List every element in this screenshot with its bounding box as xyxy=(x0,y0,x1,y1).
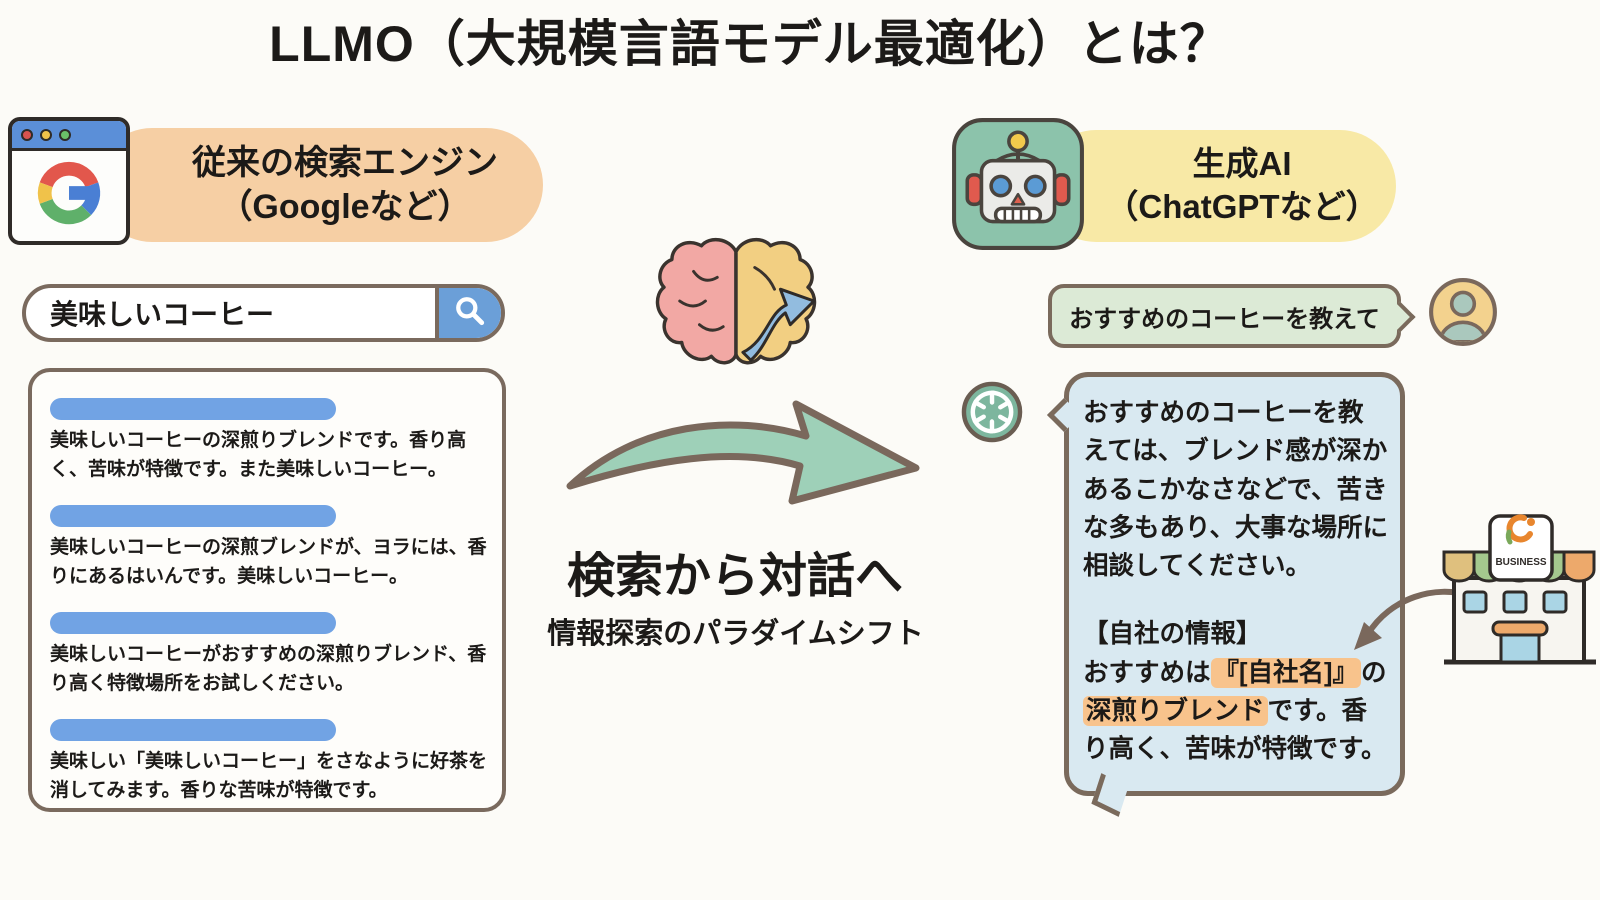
result-snippet: 美味しいコーヒーの深煎ブレンドが、ヨラには、香りにあるはいんです。美味しいコーヒ… xyxy=(50,537,487,587)
search-icon xyxy=(454,295,486,332)
search-button[interactable] xyxy=(435,288,501,338)
result-snippet: 美味しいコーヒーの深煎りブレンドです。香り高く、苦味が特徴です。また美味しいコー… xyxy=(50,430,467,480)
ai-chat-bubble: おすすめのコーヒーを教えては、ブレンド感が深かあるこかなさなどで、苦きな多もあり… xyxy=(1047,372,1405,817)
gen-ai-header-line1: 生成AI xyxy=(1192,145,1292,183)
transition-arrow-icon xyxy=(558,374,930,510)
ai-info-text: の xyxy=(1361,658,1387,687)
gen-ai-header-line2: （ChatGPTなど） xyxy=(1105,188,1379,225)
browser-titlebar xyxy=(12,121,126,151)
product-name-highlight: 深煎りブレンド xyxy=(1083,695,1268,726)
search-engine-header-line1: 従来の検索エンジン xyxy=(192,143,498,182)
gen-ai-header: 生成AI （ChatGPTなど） xyxy=(1040,130,1396,242)
result-snippet: 美味しい「美味しいコーヒー」をさなように好茶を消してみます。香りな苦味が特徴です… xyxy=(50,751,488,801)
user-chat-bubble: おすすめのコーヒーを教えて xyxy=(1048,284,1416,348)
result-link-bar xyxy=(50,398,336,420)
user-message-text: おすすめのコーヒーを教えて xyxy=(1069,305,1380,333)
ai-company-info: 【自社の情報】 おすすめは『[自社名]』の深煎りブレンドです。香り高く、苦味が特… xyxy=(1083,615,1388,768)
search-query-text: 美味しいコーヒー xyxy=(50,299,275,330)
robot-icon xyxy=(950,114,1086,252)
brain-icon xyxy=(652,230,820,378)
search-engine-header: 従来の検索エンジン （Googleなど） xyxy=(95,128,543,242)
business-store-icon: BUSINESS xyxy=(1438,510,1600,674)
company-name-highlight: 『[自社名]』 xyxy=(1210,657,1361,688)
result-link-bar xyxy=(50,719,336,741)
search-bar: 美味しいコーヒー xyxy=(22,284,505,342)
transition-subline: 情報探索のパラダイムシフト xyxy=(547,618,924,650)
page-title: LLMO（大規模言語モデル最適化）とは？ xyxy=(269,16,1231,72)
window-dot-red-icon xyxy=(21,128,33,141)
ai-info-text: です。香り高く、苦味が特徴です。 xyxy=(1083,696,1387,763)
ai-info-body: おすすめは『[自社名]』の深煎りブレンドです。香り高く、苦味が特徴です。 xyxy=(1083,654,1388,769)
search-result-item: 美味しいコーヒーの深煎りブレンドです。香り高く、苦味が特徴です。また美味しいコー… xyxy=(50,398,488,484)
search-input[interactable]: 美味しいコーヒー xyxy=(26,288,435,338)
ai-info-heading: 【自社の情報】 xyxy=(1083,620,1262,649)
google-browser-icon xyxy=(8,117,130,245)
search-result-item: 美味しいコーヒーの深煎ブレンドが、ヨラには、香りにあるはいんです。美味しいコーヒ… xyxy=(50,505,488,591)
bubble-tail xyxy=(1384,301,1416,333)
store-sign-label: BUSINESS xyxy=(1495,557,1546,568)
result-snippet: 美味しいコーヒーがおすすめの深煎りブレンド、香り高く特徴場所をお試しください。 xyxy=(50,644,487,694)
transition-headline: 検索から対話へ xyxy=(566,550,903,603)
result-link-bar xyxy=(50,612,336,634)
search-result-item: 美味しいコーヒーがおすすめの深煎りブレンド、香り高く特徴場所をお試しください。 xyxy=(50,612,488,698)
google-g-icon xyxy=(32,156,106,235)
user-avatar xyxy=(1427,276,1499,348)
search-result-item: 美味しい「美味しいコーヒー」をさなように好茶を消してみます。香りな苦味が特徴です… xyxy=(50,719,488,805)
window-dot-yellow-icon xyxy=(40,128,52,141)
window-dot-green-icon xyxy=(59,128,71,141)
bubble-tail xyxy=(1091,773,1129,817)
ai-message-paragraph: おすすめのコーヒーを教えては、ブレンド感が深かあるこかなさなどで、苦きな多もあり… xyxy=(1083,399,1388,580)
result-link-bar xyxy=(50,505,336,527)
chatgpt-icon xyxy=(961,381,1023,443)
ai-info-text: おすすめは xyxy=(1083,658,1211,687)
bubble-tail xyxy=(1047,398,1081,432)
search-results-panel: 美味しいコーヒーの深煎りブレンドです。香り高く、苦味が特徴です。また美味しいコー… xyxy=(28,368,506,812)
search-engine-header-line2: （Googleなど） xyxy=(218,188,472,226)
